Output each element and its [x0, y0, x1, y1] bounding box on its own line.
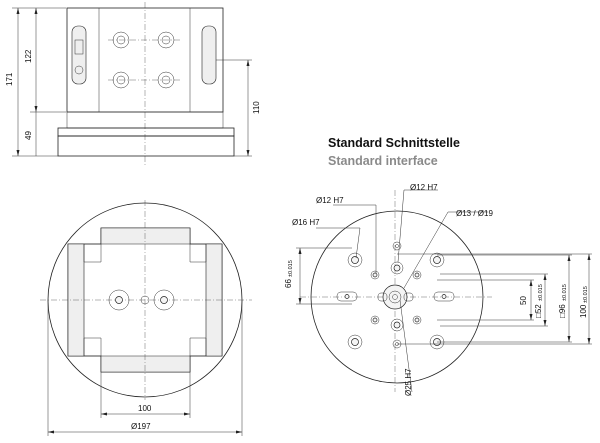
dim-total-height: 171	[5, 72, 14, 86]
side-view-base-top	[57, 127, 235, 137]
side-view: 171 122 49 110	[5, 2, 261, 165]
dim-base-height: 49	[24, 131, 33, 140]
dim-right-height: 110	[252, 101, 261, 114]
side-view-left-slot	[71, 25, 87, 85]
interface-holes	[336, 241, 455, 350]
label-d12h7-right: Ø12 H7	[410, 183, 438, 192]
dim-upper-height: 122	[24, 49, 33, 63]
side-view-dimensions	[12, 7, 252, 157]
side-view-left-clamp	[74, 39, 84, 55]
label-66-tolerance: ±0.015	[288, 260, 294, 277]
plan-view-dimensions	[47, 300, 243, 436]
dim-plan-diameter: Ø197	[131, 422, 151, 431]
side-view-right-slot	[201, 25, 217, 85]
dim-plan-inner-width: 100	[138, 404, 152, 413]
label-sq52-tolerance: ±0.015	[538, 284, 544, 301]
label-100: 100	[579, 304, 588, 318]
label-50: 50	[519, 296, 528, 305]
side-view-holes	[108, 31, 180, 89]
interface-view: Ø12 H7 Ø12 H7 Ø16 H7 Ø13 / Ø19 66 ±0.015…	[284, 183, 592, 396]
label-sq52: □52	[534, 304, 543, 318]
title-english: Standard interface	[328, 154, 438, 168]
interface-leaders	[296, 189, 592, 393]
label-66: 66	[284, 279, 293, 288]
label-sq96-tolerance: ±0.015	[562, 284, 568, 301]
label-d16h7: Ø16 H7	[292, 218, 320, 227]
side-view-base	[57, 135, 235, 157]
label-sq96: □96	[558, 304, 567, 318]
title-german: Standard Schnittstelle	[328, 136, 460, 150]
label-d13-19: Ø13 / Ø19	[456, 209, 493, 218]
label-d12h7-left: Ø12 H7	[316, 196, 344, 205]
plan-view: 100 Ø197	[40, 200, 252, 436]
side-view-left-screw	[74, 65, 84, 75]
label-d25h7: Ø25 H7	[404, 368, 413, 396]
plan-view-holes	[108, 289, 175, 311]
label-100-tolerance: ±0.015	[583, 286, 589, 303]
